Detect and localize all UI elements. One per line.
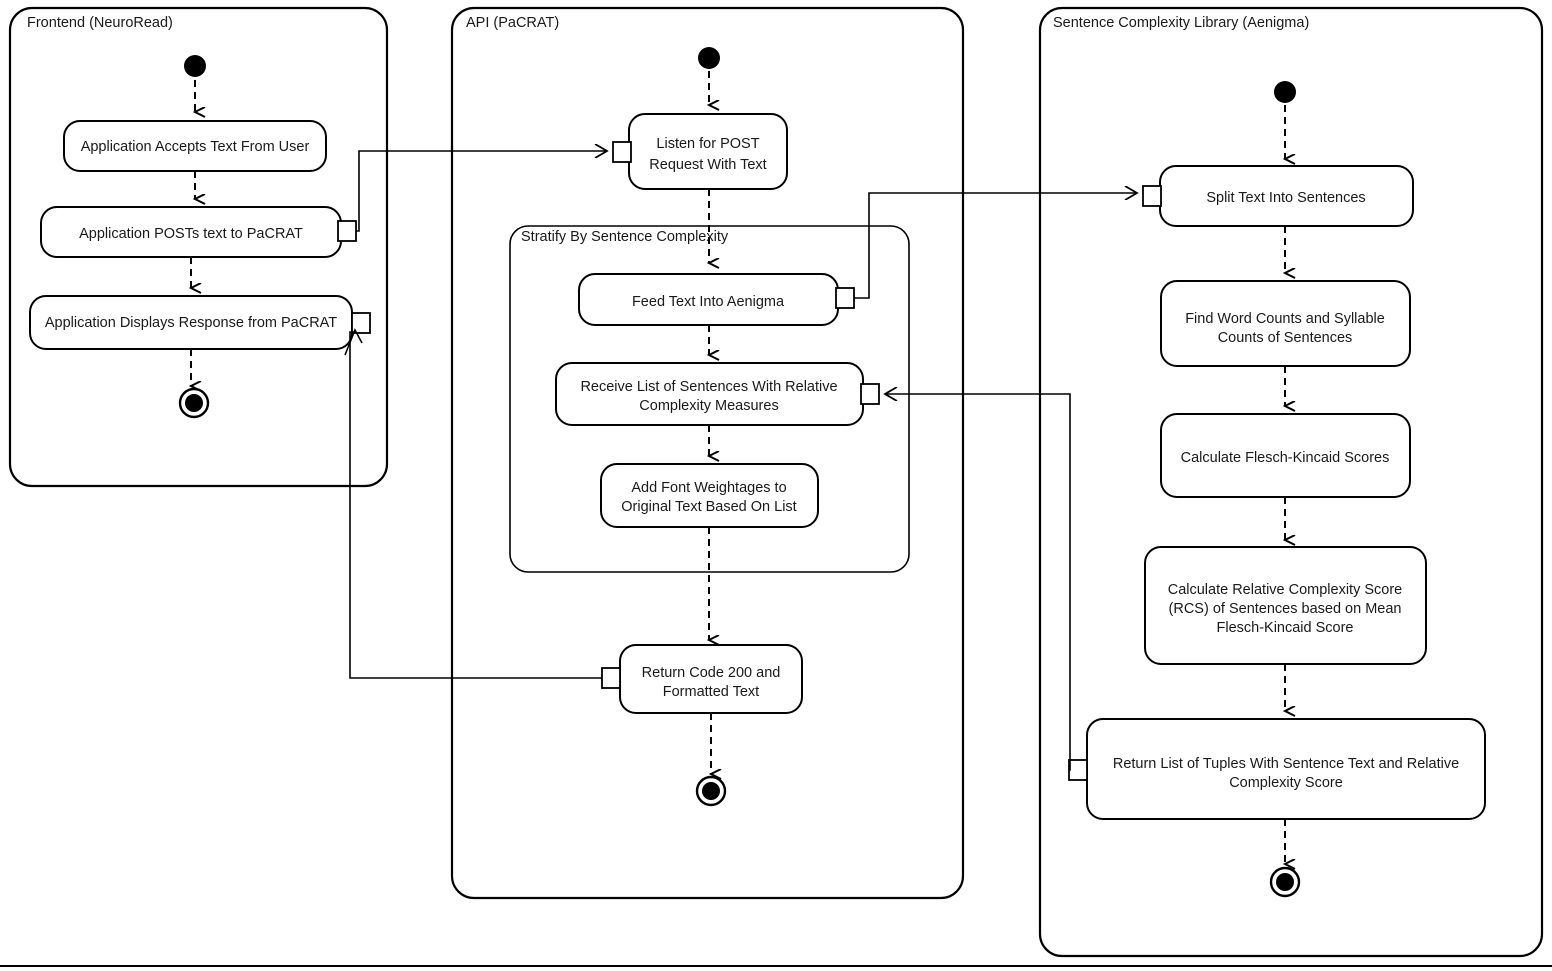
port-application-displays-in xyxy=(351,312,371,334)
lane-aenigma: Sentence Complexity Library (Aenigma) Sp… xyxy=(1038,6,1544,958)
node-calculate-relative-complexity-score[interactable]: Calculate Relative Complexity Score (RCS… xyxy=(1144,546,1427,665)
node-find-word-counts[interactable]: Find Word Counts and Syllable Counts of … xyxy=(1160,280,1411,367)
node-calculate-flesch-kincaid-label: Calculate Flesch-Kincaid Scores xyxy=(1181,450,1390,466)
port-feed-text-out xyxy=(835,287,855,309)
port-application-posts-out xyxy=(337,220,357,242)
node-calculate-flesch-kincaid[interactable]: Calculate Flesch-Kincaid Scores xyxy=(1160,413,1411,498)
node-application-displays-response[interactable]: Application Displays Response from PaCRA… xyxy=(29,295,353,350)
node-return-code-200-label-line2: Formatted Text xyxy=(663,684,759,700)
node-application-displays-response-label: Application Displays Response from PaCRA… xyxy=(45,315,337,331)
node-application-posts-text-label: Application POSTs text to PaCRAT xyxy=(79,226,303,242)
port-return-code-200-out xyxy=(601,667,621,689)
aenigma-final-node xyxy=(1269,866,1301,898)
node-split-text-into-sentences[interactable]: Split Text Into Sentences xyxy=(1159,165,1414,227)
group-stratify-frame xyxy=(509,225,910,573)
node-receive-list-of-sentences[interactable]: Receive List of Sentences With Relative … xyxy=(555,362,864,426)
api-final-node xyxy=(695,775,727,807)
connector-return-tuples-to-receive xyxy=(885,394,1071,771)
node-application-posts-text[interactable]: Application POSTs text to PaCRAT xyxy=(40,206,342,258)
node-add-font-weightages-label-line1: Add Font Weightages to xyxy=(631,480,786,496)
port-return-list-of-tuples-out xyxy=(1068,759,1088,781)
group-stratify-by-sentence-complexity: Stratify By Sentence Complexity Feed Tex… xyxy=(509,225,910,573)
node-listen-for-post-label-line1: Listen for POST xyxy=(656,136,759,152)
frontend-final-node xyxy=(178,387,210,419)
aenigma-initial-node xyxy=(1274,81,1296,103)
port-receive-list-in xyxy=(860,383,880,405)
node-receive-list-label-line2: Complexity Measures xyxy=(639,398,778,414)
node-feed-text-into-aenigma-label: Feed Text Into Aenigma xyxy=(632,294,785,310)
connector-return200-arrowhead xyxy=(344,328,363,356)
node-return-code-200-label-line1: Return Code 200 and xyxy=(642,665,781,681)
node-receive-list-label-line1: Receive List of Sentences With Relative xyxy=(580,379,837,395)
node-calculate-rcs-label-line3: Flesch-Kincaid Score xyxy=(1217,620,1354,636)
port-listen-for-post-in xyxy=(612,141,632,163)
node-return-list-of-tuples-label-line1: Return List of Tuples With Sentence Text… xyxy=(1113,756,1459,772)
lane-frontend: Frontend (NeuroRead) Application Accepts… xyxy=(8,6,389,488)
lane-frontend-title: Frontend (NeuroRead) xyxy=(27,15,173,31)
node-return-list-of-tuples-label-line2: Complexity Score xyxy=(1229,775,1343,791)
node-application-accepts-text-label: Application Accepts Text From User xyxy=(81,139,310,155)
frontend-initial-node xyxy=(184,55,206,77)
node-return-list-of-tuples[interactable]: Return List of Tuples With Sentence Text… xyxy=(1086,718,1486,820)
node-calculate-rcs-label-line2: (RCS) of Sentences based on Mean xyxy=(1169,601,1402,617)
node-return-code-200[interactable]: Return Code 200 and Formatted Text xyxy=(619,644,803,714)
lane-api: API (PaCRAT) Listen for POST Request Wit… xyxy=(450,6,965,900)
node-add-font-weightages-label-line2: Original Text Based On List xyxy=(621,499,796,515)
node-add-font-weightages[interactable]: Add Font Weightages to Original Text Bas… xyxy=(600,463,819,528)
connector-feed-to-split xyxy=(854,193,1137,299)
node-find-word-counts-label-line1: Find Word Counts and Syllable xyxy=(1185,311,1385,327)
node-listen-for-post[interactable]: Listen for POST Request With Text xyxy=(628,113,788,190)
node-calculate-rcs-label-line1: Calculate Relative Complexity Score xyxy=(1168,582,1403,598)
lane-aenigma-title: Sentence Complexity Library (Aenigma) xyxy=(1053,15,1309,31)
node-application-accepts-text[interactable]: Application Accepts Text From User xyxy=(63,120,327,172)
node-listen-for-post-label-line2: Request With Text xyxy=(649,157,766,173)
api-initial-node xyxy=(698,47,720,69)
node-split-text-into-sentences-label: Split Text Into Sentences xyxy=(1206,190,1365,206)
lane-api-title: API (PaCRAT) xyxy=(466,15,559,31)
node-find-word-counts-label-line2: Counts of Sentences xyxy=(1218,330,1353,346)
connector-post-to-listen xyxy=(356,151,607,232)
node-feed-text-into-aenigma[interactable]: Feed Text Into Aenigma xyxy=(578,273,839,326)
group-stratify-title: Stratify By Sentence Complexity xyxy=(521,229,729,245)
port-split-text-in xyxy=(1142,185,1162,207)
